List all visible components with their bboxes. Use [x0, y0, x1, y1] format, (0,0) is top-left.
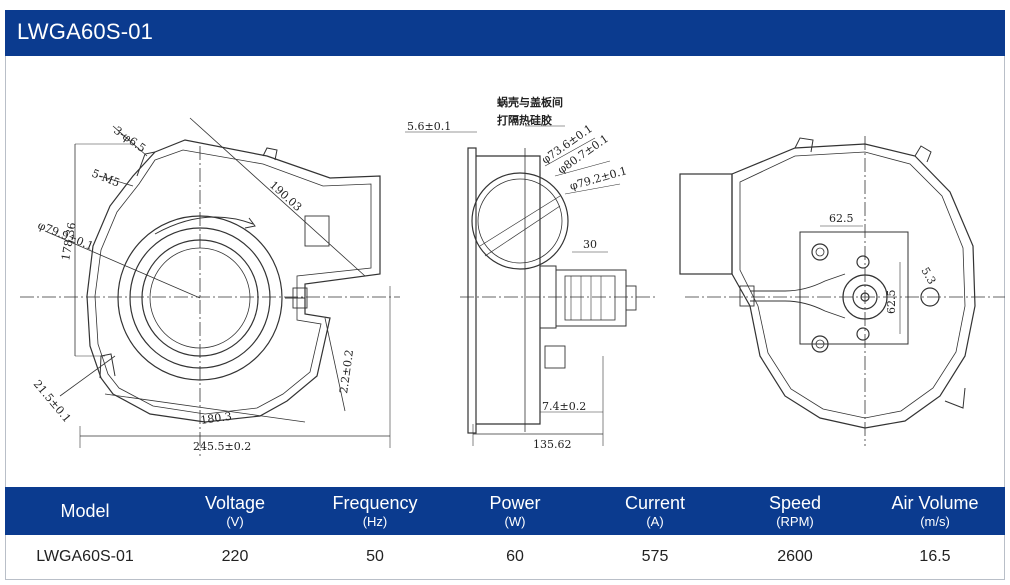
title-bar: LWGA60S-01	[5, 10, 1005, 56]
header-model: Model	[5, 487, 165, 535]
dim-gap: 7.4±0.2	[542, 400, 586, 413]
note-line-2: 打隔热硅胶	[497, 113, 552, 127]
table-row: LWGA60S-01 220 50 60 575 2600 16.5	[5, 535, 1005, 579]
side-view	[405, 125, 655, 446]
dim-plate-w: 62.5	[829, 212, 854, 225]
spec-table: Model Voltage(V) Frequency(Hz) Power(W) …	[5, 487, 1005, 579]
dim-depth: 135.62	[533, 438, 572, 451]
header-speed: Speed(RPM)	[725, 487, 865, 535]
note-line-1: 蜗壳与盖板间	[497, 95, 563, 109]
dim-screws: 5-M5	[90, 167, 122, 190]
cell-voltage: 220	[221, 548, 249, 565]
technical-drawing: 3-φ6.5 5-M5 178.36 φ79.9±0.1 190.03 2.2±…	[20, 95, 1005, 456]
spec-table-header: Model Voltage(V) Frequency(Hz) Power(W) …	[5, 487, 1005, 535]
cell-frequency: 50	[366, 548, 384, 565]
dim-diagonal: 190.03	[267, 179, 304, 214]
dim-ear: 21.5±0.1	[31, 378, 74, 426]
header-current: Current(A)	[585, 487, 725, 535]
dim-radius: 180.3	[200, 410, 233, 427]
header-voltage: Voltage(V)	[165, 487, 305, 535]
left-view	[20, 117, 400, 456]
dim-offset: 2.2±0.2	[337, 349, 356, 395]
dim-holes: 3-φ6.5	[111, 124, 148, 155]
dim-motor: 30	[583, 238, 597, 251]
cell-model: LWGA60S-01	[36, 548, 134, 565]
header-frequency: Frequency(Hz)	[305, 487, 445, 535]
dim-flange: 5.6±0.1	[407, 120, 451, 133]
right-view	[679, 136, 1005, 446]
cell-power: 60	[506, 548, 524, 565]
dim-d3: φ79.2±0.1	[568, 164, 628, 193]
cell-speed: 2600	[777, 548, 813, 565]
dim-width: 245.5±0.2	[193, 440, 251, 453]
cell-air-volume: 16.5	[919, 548, 951, 565]
dim-plate-h: 62.5	[885, 290, 898, 315]
dim-slot: 5.3	[918, 265, 938, 287]
header-power: Power(W)	[445, 487, 585, 535]
page-title: LWGA60S-01	[17, 19, 154, 44]
header-air-volume: Air Volume(m/s)	[865, 487, 1005, 535]
cell-current: 575	[641, 548, 669, 565]
